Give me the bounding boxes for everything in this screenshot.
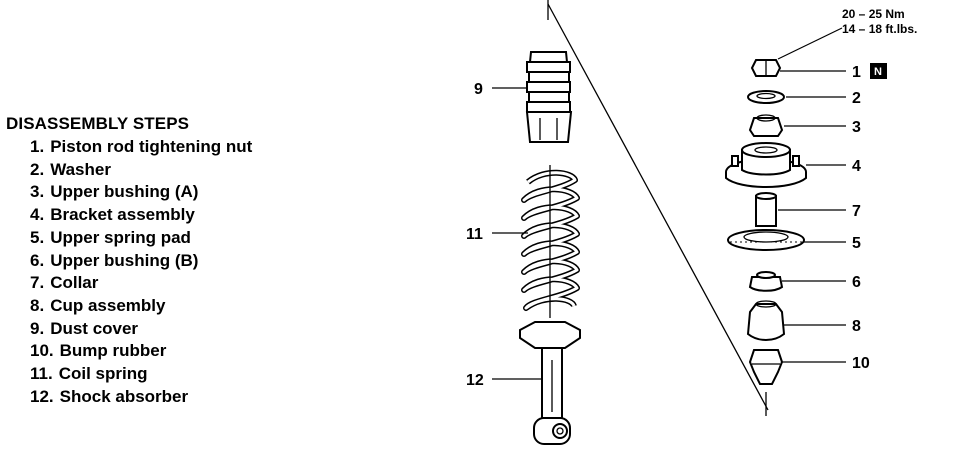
callout-12: 12 bbox=[466, 372, 484, 389]
step-number: 4. bbox=[30, 205, 45, 225]
callout-8: 8 bbox=[852, 318, 861, 335]
step-label: Coil spring bbox=[58, 364, 148, 384]
step-item: 4.Bracket assembly bbox=[30, 204, 306, 227]
washer-illustration bbox=[747, 90, 785, 104]
assembly-connector-line bbox=[547, 3, 769, 411]
callout-3: 3 bbox=[852, 119, 861, 136]
step-number: 6. bbox=[30, 250, 45, 270]
step-label: Upper spring pad bbox=[50, 227, 191, 247]
step-label: Bump rubber bbox=[59, 341, 167, 361]
step-item: 6.Upper bushing (B) bbox=[30, 250, 306, 273]
callout-6: 6 bbox=[852, 274, 861, 291]
step-item: 11.Coil spring bbox=[30, 363, 306, 386]
callout-7: 7 bbox=[852, 203, 861, 220]
step-item: 9.Dust cover bbox=[30, 318, 306, 341]
bracket-assembly-illustration bbox=[725, 142, 807, 188]
step-label: Collar bbox=[50, 273, 99, 293]
dust-cover-illustration bbox=[525, 51, 573, 143]
callout-2: 2 bbox=[852, 90, 861, 107]
step-number: 10. bbox=[30, 341, 54, 361]
cup-assembly-illustration bbox=[746, 300, 786, 341]
leader-torque bbox=[777, 27, 843, 60]
torque-spec-metric: 20 – 25 Nm bbox=[842, 7, 905, 21]
collar-illustration bbox=[755, 192, 777, 227]
step-item: 8.Cup assembly bbox=[30, 295, 306, 318]
new-part-badge: N bbox=[870, 63, 887, 79]
callout-5: 5 bbox=[852, 235, 861, 252]
callout-11: 11 bbox=[466, 226, 483, 243]
step-item: 5.Upper spring pad bbox=[30, 227, 306, 250]
step-number: 1. bbox=[30, 137, 45, 156]
callout-9: 9 bbox=[474, 81, 483, 98]
step-number: 5. bbox=[30, 227, 45, 247]
step-item: 2.Washer bbox=[30, 159, 306, 182]
torque-spec-imperial: 14 – 18 ft.lbs. bbox=[842, 22, 917, 36]
steps-title: DISASSEMBLY STEPS bbox=[6, 114, 190, 133]
step-item: 7.Collar bbox=[30, 272, 306, 295]
step-item: 3.Upper bushing (A) bbox=[30, 181, 306, 204]
step-number: 8. bbox=[30, 295, 45, 315]
step-item: 10.Bump rubber bbox=[30, 340, 306, 363]
callout-4: 4 bbox=[852, 158, 861, 175]
upper-bushing-a-illustration bbox=[748, 114, 784, 137]
callout-1: 1 bbox=[852, 64, 861, 81]
step-label: Dust cover bbox=[50, 318, 139, 338]
coil-spring-illustration bbox=[521, 165, 580, 318]
step-item: 1. Piston rod tightening nut bbox=[30, 136, 306, 159]
bump-rubber-illustration bbox=[748, 349, 784, 385]
step-number: 9. bbox=[30, 318, 45, 338]
step-label: Washer bbox=[50, 159, 111, 179]
step-label: Piston rod tightening nut bbox=[50, 137, 253, 156]
upper-spring-pad-illustration bbox=[727, 229, 805, 251]
step-label: Upper bushing (B) bbox=[50, 250, 199, 270]
steps-ordered-list: 1.Piston rod tightening nut 2.Washer 3.U… bbox=[6, 136, 306, 408]
step-number: 2. bbox=[30, 159, 45, 179]
step-item: 12.Shock absorber bbox=[30, 386, 306, 409]
step-label: Cup assembly bbox=[50, 295, 166, 315]
disassembly-steps-list: DISASSEMBLY STEPS 1. Piston rod tightenin… bbox=[6, 113, 306, 408]
piston-rod-nut-illustration bbox=[750, 59, 782, 77]
step-number: 7. bbox=[30, 273, 45, 293]
step-label: Upper bushing (A) bbox=[50, 182, 199, 202]
step-label: Shock absorber bbox=[59, 386, 189, 406]
shock-absorber-illustration bbox=[519, 321, 581, 445]
upper-bushing-b-illustration bbox=[748, 271, 784, 292]
step-label: Bracket assembly bbox=[50, 205, 195, 225]
step-number: 11. bbox=[30, 364, 53, 384]
step-number: 12. bbox=[30, 386, 54, 406]
step-number: 3. bbox=[30, 182, 45, 202]
new-part-badge-text: N bbox=[874, 66, 882, 78]
callout-10: 10 bbox=[852, 355, 870, 372]
